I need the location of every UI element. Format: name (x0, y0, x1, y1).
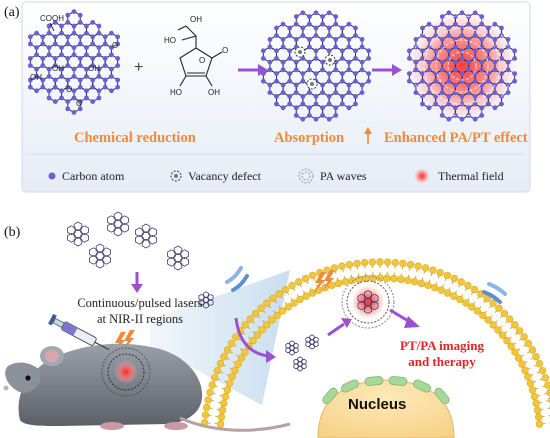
o-ring: O (199, 56, 205, 65)
arrow-icon-down (131, 272, 143, 293)
zoom-beam (150, 270, 290, 405)
nucleus: Nucleus (317, 376, 455, 438)
panel-a-label: (a) (4, 5, 20, 20)
vacancy-defect-icon (170, 170, 182, 182)
ascorbic-acid-molecule (177, 25, 223, 87)
o-ascorbic: O (222, 46, 228, 55)
arrow-icon-a2 (372, 64, 402, 76)
mouse-illustration (3, 343, 291, 432)
step-enhanced-effect: Enhanced PA/PT effect (384, 130, 528, 146)
arrow-icon-curve (234, 317, 276, 363)
o-label-3: O (76, 99, 82, 108)
legend-pa-waves: PA waves (320, 169, 367, 183)
laser-bolt-icon-2 (313, 270, 335, 294)
result-text-line2: and therapy (408, 354, 476, 369)
o-label-2: O (112, 41, 118, 50)
reduced-graphene-sheet (260, 10, 372, 122)
oh-ascorbic-1: OH (190, 15, 202, 24)
arrow-icon-up (327, 318, 352, 337)
cooh-label: COOH (40, 14, 64, 23)
laser-text-line1: Continuous/pulsed lasers (77, 296, 202, 310)
plus-sign: + (134, 59, 143, 76)
pa-waves-icon (298, 168, 314, 184)
step-chemical-reduction: Chemical reduction (74, 130, 196, 146)
oh-label-1: OH (52, 64, 64, 73)
arrow-icon-a1 (238, 64, 268, 76)
ho-ascorbic: HO (164, 36, 176, 45)
enhanced-graphene-sheet (406, 10, 518, 122)
legend-thermal-field: Thermal field (438, 169, 504, 183)
thermal-field-icon (414, 168, 430, 184)
legend-vacancy-defect: Vacancy defect (188, 169, 262, 183)
graphene-flakes (67, 211, 319, 372)
legend: Carbon atom Vacancy defect PA waves Ther… (48, 168, 504, 184)
o-label-1: O (66, 85, 72, 94)
ho-ascorbic-2: HO (170, 88, 182, 97)
oh-label-2: OH (88, 64, 100, 73)
step-absorption: Absorption (274, 130, 344, 146)
receptor-icon-2 (482, 282, 507, 304)
syringe-icon (48, 313, 110, 351)
up-arrow-icon (364, 127, 372, 144)
tumor-site (101, 347, 151, 397)
graphene-oxide-sheet (27, 9, 121, 115)
legend-carbon-atom: Carbon atom (62, 169, 125, 183)
heated-flake (341, 275, 395, 329)
nucleus-label: Nucleus (348, 396, 406, 413)
oh-ascorbic-2: OH (208, 88, 220, 97)
result-text-line1: PT/PA imaging (400, 338, 484, 353)
cell-membrane (200, 258, 550, 428)
panel-b-label: (b) (4, 225, 21, 240)
receptor-icon-1 (225, 266, 249, 292)
carbon-atom-icon (48, 172, 56, 180)
laser-text-line2: at NIR-II regions (97, 312, 183, 326)
arrow-icon-right (389, 308, 420, 328)
oh-label-3: OH (30, 73, 42, 82)
